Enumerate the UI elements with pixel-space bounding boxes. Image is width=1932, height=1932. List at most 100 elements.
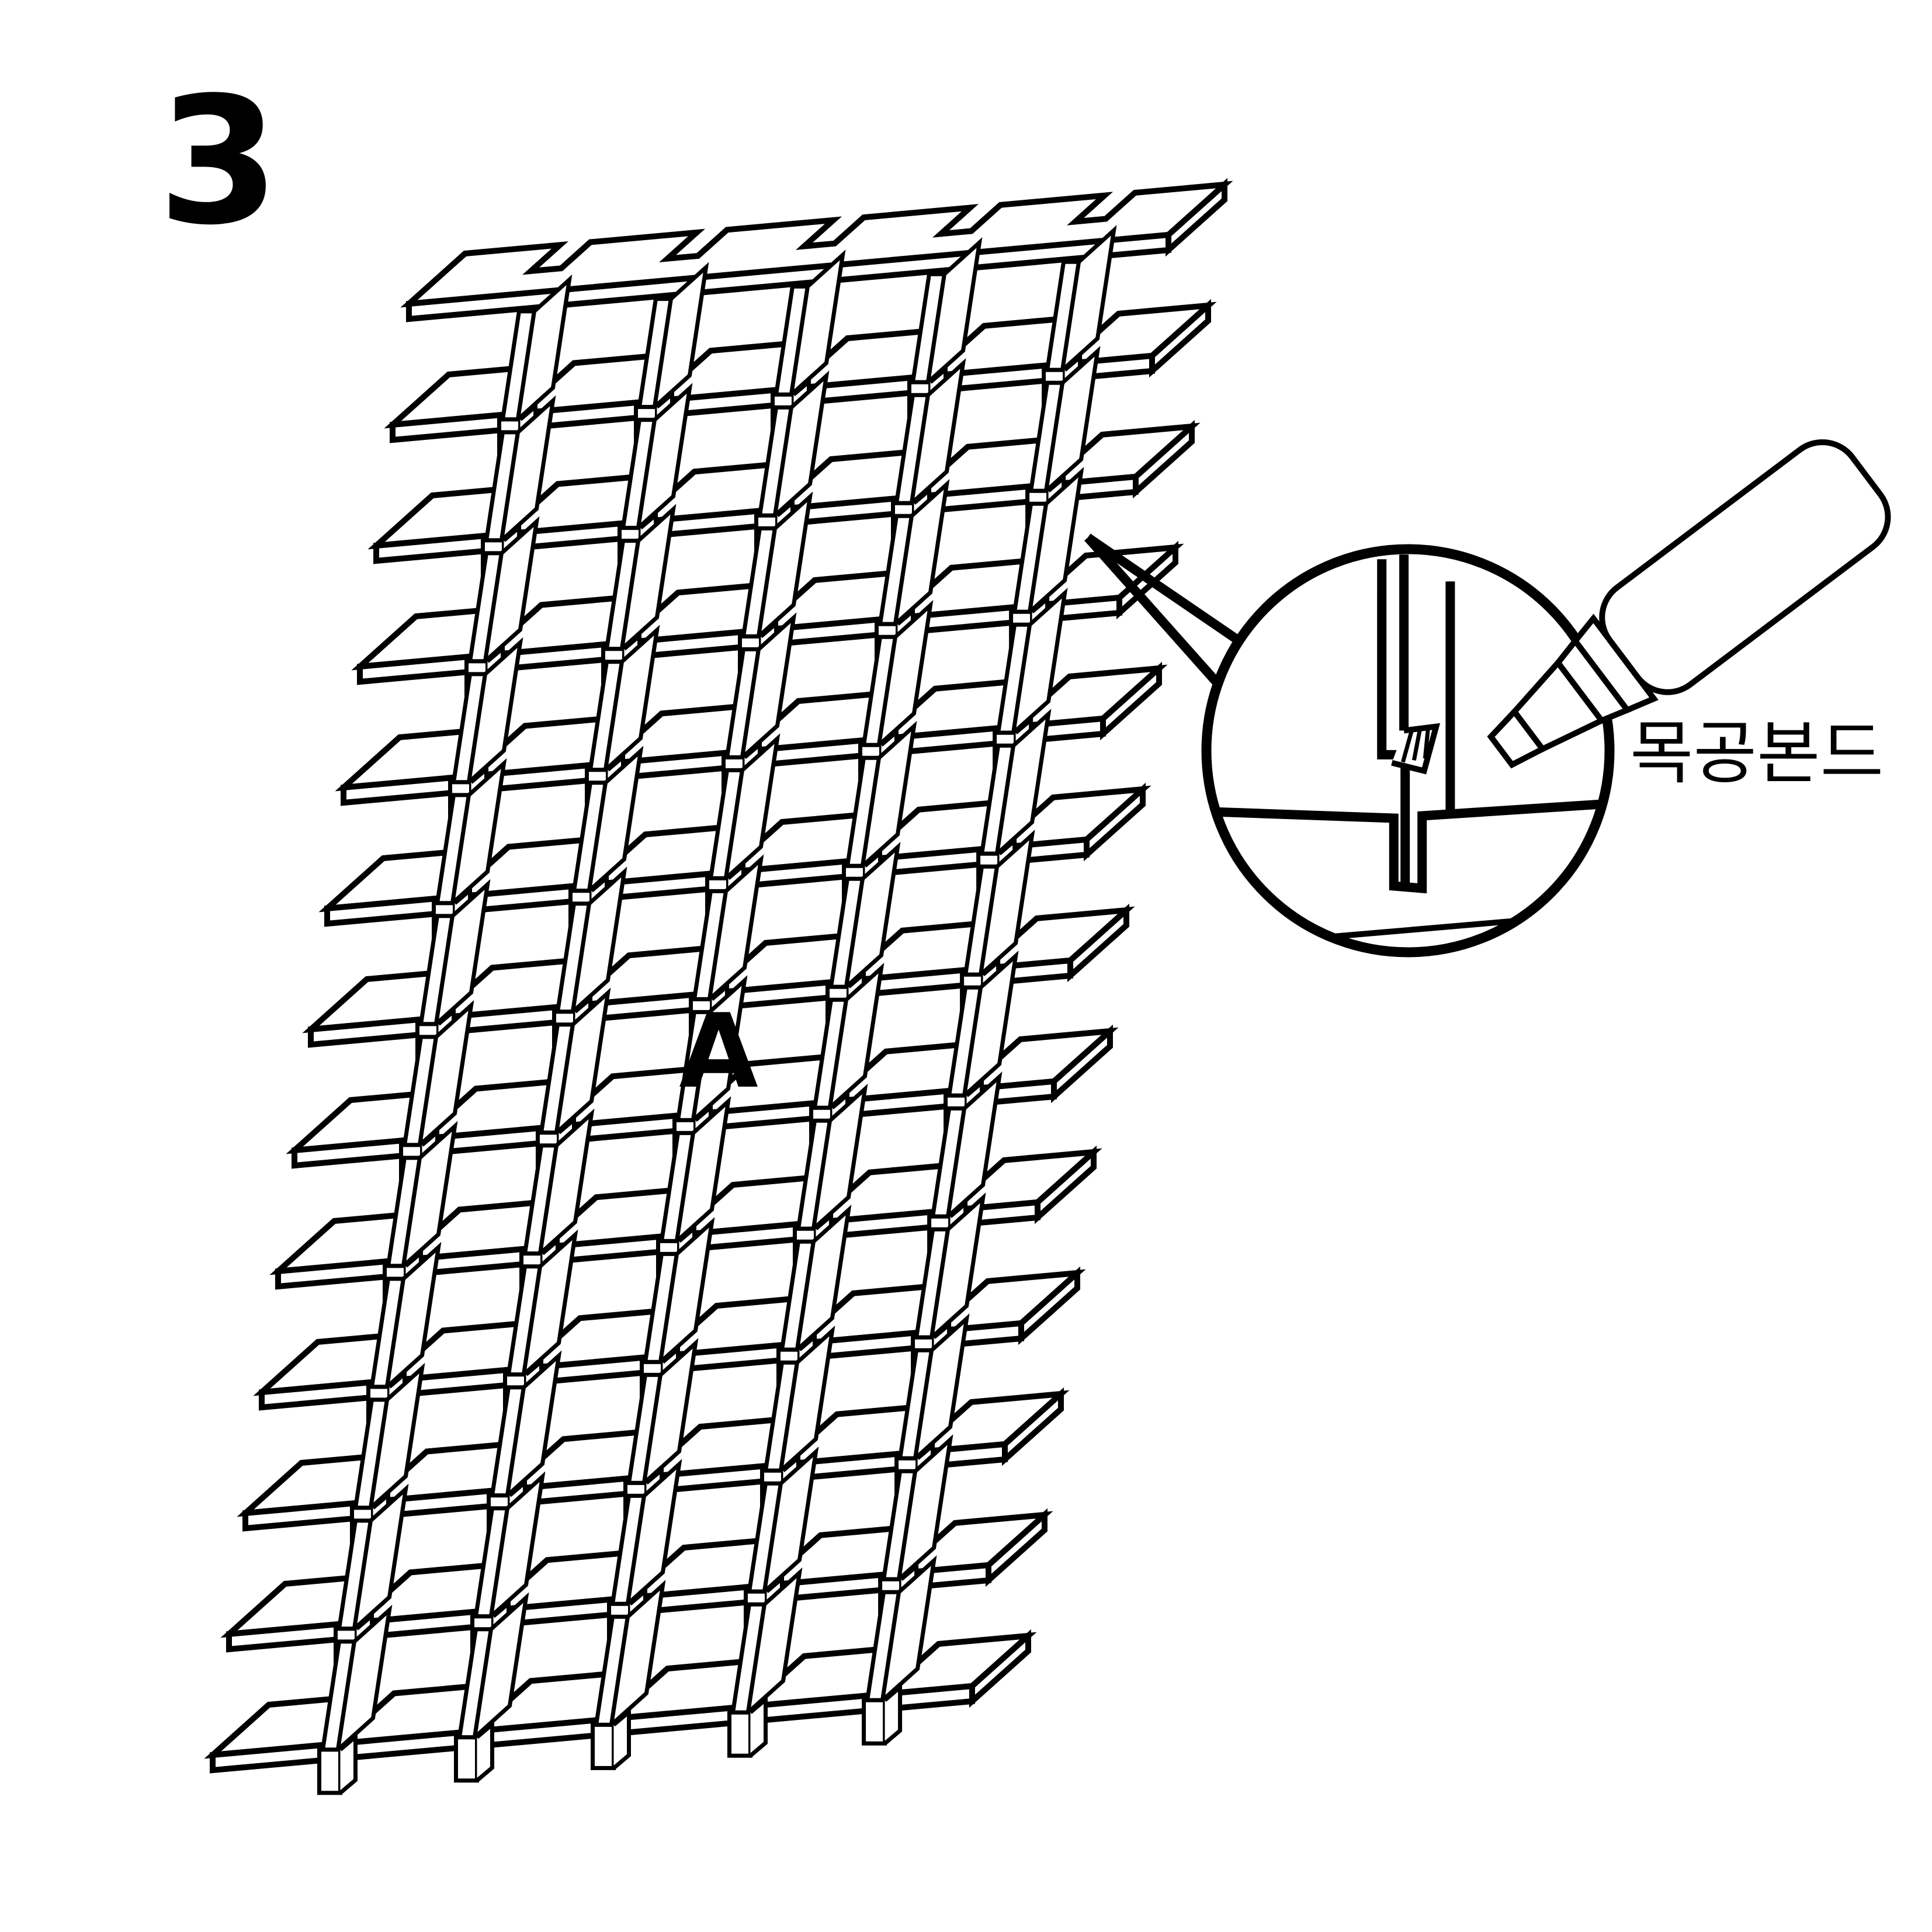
slat-end-face bbox=[1018, 1266, 1080, 1345]
post-shaft-segment bbox=[727, 1567, 803, 1758]
part-marker-a: A bbox=[679, 993, 758, 1111]
post-shaft-side bbox=[651, 262, 709, 412]
post-shaft-segment bbox=[862, 1555, 937, 1746]
joint-tab bbox=[727, 1695, 768, 1758]
step-number: 3 bbox=[158, 60, 280, 263]
post-shaft-side bbox=[706, 854, 764, 1005]
slat-end-face bbox=[1149, 299, 1211, 378]
joint-tab-side bbox=[749, 1695, 768, 1757]
slat-end-face bbox=[1035, 1145, 1097, 1225]
post-shaft-side bbox=[498, 395, 556, 546]
post-shaft-side bbox=[553, 987, 611, 1138]
post-shaft-side bbox=[961, 951, 1019, 1101]
post-shaft-side bbox=[928, 1192, 986, 1343]
joint-tab-side bbox=[612, 1707, 631, 1770]
post-shaft-side bbox=[657, 1217, 715, 1368]
slat-end-face bbox=[1166, 178, 1227, 257]
joint-tab-front bbox=[727, 1710, 752, 1758]
post-shaft-side bbox=[625, 1459, 682, 1610]
post-shaft-side bbox=[537, 1108, 595, 1259]
post-shaft-side bbox=[417, 1000, 474, 1151]
post-shaft-side bbox=[892, 479, 950, 630]
post-shaft-side bbox=[482, 516, 540, 667]
slat-top-face bbox=[400, 181, 1233, 308]
post-shaft-segment bbox=[334, 1483, 409, 1674]
post-shaft-side bbox=[504, 1350, 562, 1501]
joint-tab-front bbox=[862, 1698, 887, 1746]
post-shaft-side bbox=[608, 1580, 666, 1730]
post-shaft-side bbox=[367, 1362, 425, 1514]
post-shaft-side bbox=[1026, 467, 1084, 618]
joint-tab-side bbox=[339, 1732, 358, 1795]
joint-tab-side bbox=[476, 1720, 494, 1782]
slat-end-face bbox=[1084, 782, 1146, 862]
slat-end-face bbox=[1051, 1024, 1113, 1104]
post-shaft-side bbox=[945, 1071, 1003, 1222]
slat-end-face bbox=[969, 1629, 1031, 1708]
post-shaft-side bbox=[690, 975, 748, 1126]
slat-end-face bbox=[986, 1508, 1047, 1587]
post-shaft-side bbox=[570, 866, 627, 1017]
glue-bead-hatch bbox=[1423, 727, 1430, 759]
post-shaft-side bbox=[739, 612, 797, 763]
post-shaft-side bbox=[1010, 588, 1068, 738]
post-shaft-side bbox=[745, 1567, 803, 1718]
post-shaft-side bbox=[925, 237, 983, 388]
bottle-body bbox=[1599, 439, 1891, 695]
post-shaft-side bbox=[912, 1313, 970, 1464]
joint-tab bbox=[454, 1720, 494, 1783]
post-shaft-side bbox=[772, 370, 830, 521]
post-shaft-side bbox=[674, 1096, 731, 1247]
joint-tab bbox=[591, 1707, 631, 1770]
joint-tab-front bbox=[317, 1747, 342, 1795]
post-shaft-side bbox=[827, 963, 885, 1114]
post-shaft-side bbox=[521, 1229, 578, 1380]
joint-tab bbox=[862, 1683, 903, 1746]
post-shaft-side bbox=[794, 1205, 852, 1355]
post-shaft-side bbox=[896, 1434, 953, 1585]
post-shaft-side bbox=[843, 842, 901, 993]
joint-tab bbox=[317, 1732, 358, 1795]
post-shaft-side bbox=[449, 758, 507, 909]
post-shaft-side bbox=[810, 1084, 868, 1234]
post-shaft-side bbox=[1059, 225, 1117, 376]
slat-end-face bbox=[1002, 1387, 1064, 1466]
post-shaft-side bbox=[977, 830, 1035, 980]
post-shaft-side bbox=[335, 1604, 393, 1756]
post-shaft-side bbox=[635, 383, 693, 533]
post-shaft-side bbox=[876, 600, 934, 751]
post-shaft-side bbox=[723, 733, 781, 884]
post-shaft-side bbox=[400, 1121, 458, 1272]
post-shaft-segment bbox=[454, 1592, 529, 1783]
post-shaft-side bbox=[619, 504, 677, 654]
joint-tab-front bbox=[591, 1722, 616, 1770]
post-shaft-side bbox=[641, 1338, 699, 1489]
post-shaft-segment bbox=[317, 1604, 393, 1795]
post-shaft-segment bbox=[591, 1580, 666, 1770]
joint-tab-side bbox=[883, 1683, 903, 1745]
post-shaft-side bbox=[879, 1555, 937, 1706]
post-shaft-side bbox=[859, 721, 917, 872]
post-shaft-side bbox=[488, 1471, 546, 1622]
post-shaft-side bbox=[908, 358, 966, 509]
post-shaft-side bbox=[755, 491, 813, 642]
slat-end-face bbox=[1133, 419, 1195, 499]
post-shaft-side bbox=[586, 745, 644, 896]
post-shaft-side bbox=[351, 1483, 409, 1635]
post-shaft-side bbox=[761, 1447, 819, 1597]
post-shaft-side bbox=[471, 1592, 529, 1743]
post-shaft-side bbox=[1043, 346, 1101, 497]
slat-end-face bbox=[1067, 903, 1129, 983]
vertical-post-group bbox=[317, 225, 1117, 1795]
detail-callout-group bbox=[1084, 439, 1891, 958]
glue-bottle bbox=[1487, 439, 1891, 769]
post-shaft-side bbox=[515, 274, 573, 425]
post-shaft-side bbox=[994, 709, 1052, 859]
glue-bead-hatch bbox=[1401, 729, 1414, 763]
post-shaft-side bbox=[778, 1326, 835, 1476]
slat-end-face bbox=[1100, 661, 1162, 741]
glue-bead-hatch bbox=[1411, 728, 1423, 761]
magnified-slat-top-edge bbox=[1210, 798, 1606, 894]
post-shaft-side bbox=[433, 879, 491, 1030]
